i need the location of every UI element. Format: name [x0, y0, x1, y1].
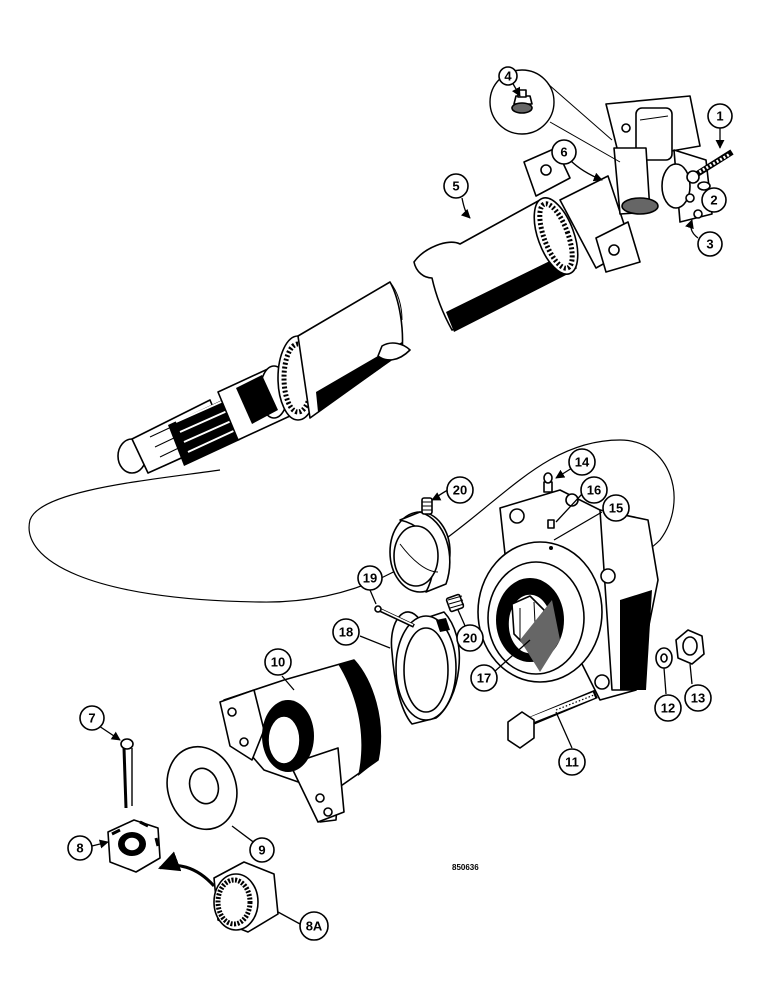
callout-19: 19: [357, 565, 383, 591]
svg-text:20: 20: [463, 631, 477, 646]
set-screw-20-upper: [421, 497, 433, 515]
bearing-shield: [219, 659, 382, 823]
svg-text:8: 8: [76, 841, 83, 856]
callout-20-lower: 20: [456, 624, 484, 652]
eccentric-collar: [390, 611, 461, 725]
svg-text:15: 15: [609, 501, 623, 516]
cotter-pin: [120, 738, 134, 809]
svg-text:11: 11: [565, 755, 579, 770]
svg-text:3: 3: [706, 237, 713, 252]
svg-text:4: 4: [504, 69, 512, 84]
svg-text:18: 18: [339, 625, 353, 640]
callout-13: 13: [684, 684, 712, 712]
callout-1: 1: [707, 103, 733, 129]
flange-bearing-housing: [477, 489, 659, 701]
svg-text:1: 1: [716, 109, 723, 124]
castle-nut: [107, 819, 161, 873]
svg-text:7: 7: [88, 711, 95, 726]
drive-shaft-assembly: [117, 69, 734, 474]
svg-text:20: 20: [453, 483, 467, 498]
svg-text:16: 16: [587, 483, 601, 498]
hex-nut-13: [675, 629, 705, 665]
callout-20-upper: 20: [446, 476, 474, 504]
callout-15: 15: [602, 494, 630, 522]
callout-8: 8: [67, 835, 93, 861]
grease-fitting-14: [543, 472, 553, 493]
replacement-arrow: [158, 851, 216, 888]
lock-washer-12: [655, 647, 673, 669]
callout-16: 16: [580, 476, 608, 504]
svg-text:2: 2: [710, 193, 717, 208]
callout-8a: 8A: [299, 911, 329, 941]
callout-3: 3: [697, 231, 723, 257]
roll-pin-19: [374, 605, 415, 628]
figure-number: 850636: [452, 863, 479, 872]
drive-tube-right: [413, 197, 579, 332]
bolt-1: [686, 149, 734, 184]
callout-11: 11: [558, 748, 586, 776]
svg-text:12: 12: [661, 701, 675, 716]
svg-text:14: 14: [575, 455, 590, 470]
grease-fitting-detail: [489, 69, 621, 163]
lock-washer-2: [697, 181, 711, 191]
universal-joint: [605, 95, 713, 223]
svg-text:17: 17: [477, 671, 491, 686]
callout-9: 9: [249, 837, 275, 863]
callout-18: 18: [332, 618, 360, 646]
svg-text:6: 6: [560, 145, 567, 160]
locking-collar: [389, 511, 451, 593]
yoke: [523, 147, 641, 273]
callout-14: 14: [568, 448, 596, 476]
callout-10: 10: [264, 648, 292, 676]
svg-text:13: 13: [691, 691, 705, 706]
svg-text:9: 9: [258, 843, 265, 858]
svg-text:5: 5: [452, 179, 459, 194]
flat-washer: [166, 745, 238, 831]
hex-nut-8a: [213, 861, 279, 933]
bolt-11: [507, 689, 598, 749]
callout-17: 17: [470, 664, 498, 692]
svg-text:19: 19: [363, 571, 377, 586]
splined-shaft-end: [117, 397, 241, 474]
callout-2: 2: [701, 187, 727, 213]
callout-7: 7: [79, 705, 105, 731]
callout-4: 4: [498, 66, 518, 86]
callout-5: 5: [443, 173, 469, 199]
svg-text:8A: 8A: [306, 919, 323, 934]
callout-12: 12: [654, 694, 682, 722]
svg-text:10: 10: [271, 655, 285, 670]
drive-tube-left: [297, 281, 411, 419]
callout-6: 6: [551, 139, 577, 165]
set-screw-20-lower: [445, 593, 465, 613]
